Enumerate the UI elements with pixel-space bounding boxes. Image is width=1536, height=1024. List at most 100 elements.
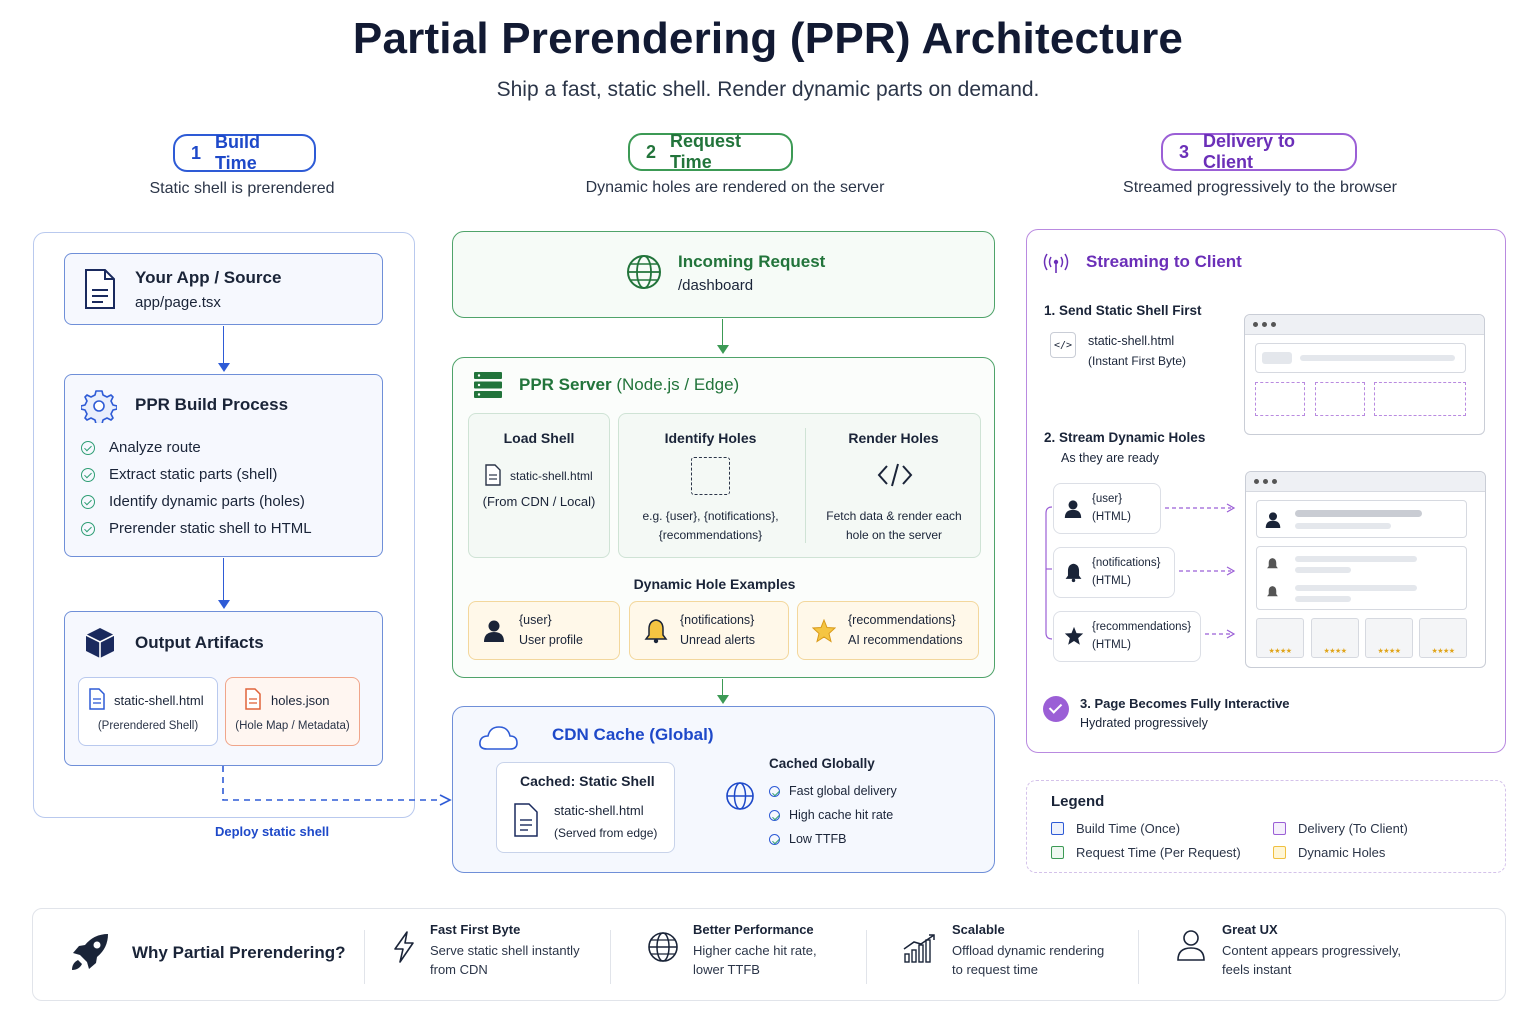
bell-icon	[1267, 586, 1278, 597]
divider	[364, 930, 365, 984]
step1-title: 1. Send Static Shell First	[1044, 303, 1202, 318]
build-step-label: Prerender static shell to HTML	[109, 520, 312, 537]
hole-example-desc: AI recommendations	[848, 633, 963, 647]
build-process-card: PPR Build Process Analyze route Extract …	[64, 374, 383, 557]
why-item-desc: Serve static shell instantly	[430, 943, 580, 958]
shell-artifact-sub: (Prerendered Shell)	[97, 720, 199, 732]
legend-swatch	[1051, 822, 1064, 835]
phase-label: Build Time	[215, 132, 261, 173]
hole-example-name: {recommendations}	[848, 613, 956, 627]
why-item-desc: Content appears progressively,	[1222, 943, 1401, 958]
legend-label: Dynamic Holes	[1298, 845, 1386, 860]
cdn-benefit: Low TTFB	[769, 827, 897, 851]
why-item-desc: Offload dynamic rendering	[952, 943, 1105, 958]
checkmark-circle-icon	[1043, 696, 1069, 722]
broadcast-icon	[1043, 253, 1069, 273]
hole-example-recommendations: {recommendations} AI recommendations	[797, 601, 979, 660]
phase-desc-delivery: Streamed progressively to the browser	[1123, 179, 1397, 196]
hole-example-user: {user} User profile	[468, 601, 620, 660]
incoming-request-box: Incoming Request /dashboard	[452, 231, 995, 318]
check-icon	[81, 494, 95, 509]
output-artifacts-card: Output Artifacts static-shell.html (Prer…	[64, 611, 383, 766]
phase-pill-build: 1 Build Time	[173, 132, 316, 173]
source-file: app/page.tsx	[135, 294, 221, 311]
person-icon	[1177, 930, 1205, 961]
server-icon	[474, 372, 502, 398]
arrow-line	[722, 319, 723, 347]
check-icon	[769, 833, 780, 845]
check-icon	[81, 521, 95, 536]
render-title: Render Holes	[848, 430, 939, 446]
phase-number: 3	[1179, 141, 1190, 162]
build-column	[33, 232, 415, 818]
cached-shell-file: static-shell.html	[554, 803, 644, 818]
cdn-cache-box: CDN Cache (Global) Cached: Static Shell …	[452, 706, 995, 873]
cached-shell-sub: (Served from edge)	[554, 826, 658, 840]
lightning-icon	[394, 931, 414, 963]
load-shell-panel: Load Shell static-shell.html (From CDN /…	[468, 413, 610, 558]
legend-swatch	[1051, 846, 1064, 859]
stream-hole-notifications: {notifications} (HTML)	[1053, 547, 1175, 598]
rating-stars: ★★★★	[1323, 648, 1347, 655]
ppr-server-box: PPR Server (Node.js / Edge) Load Shell s…	[452, 357, 995, 678]
build-step: Extract static parts (shell)	[81, 461, 312, 488]
build-step-label: Analyze route	[109, 439, 201, 456]
holes-panel: Identify Holes e.g. {user}, {notificatio…	[618, 413, 981, 558]
cached-globally-title: Cached Globally	[769, 756, 875, 771]
build-step: Identify dynamic parts (holes)	[81, 488, 312, 515]
cdn-title: CDN Cache (Global)	[552, 725, 714, 744]
ppr-server-name: PPR Server	[519, 375, 612, 394]
load-shell-title: Load Shell	[503, 430, 575, 446]
legend-item-delivery: Delivery (To Client)	[1273, 821, 1408, 836]
gear-icon	[81, 390, 117, 423]
rec-card: ★★★★	[1365, 618, 1413, 658]
file-icon	[89, 688, 105, 710]
file-icon	[485, 464, 501, 486]
delivery-column: Streaming to Client 1. Send Static Shell…	[1026, 229, 1506, 753]
legend-box: Legend Build Time (Once) Delivery (To Cl…	[1026, 780, 1506, 873]
holes-artifact-sub: (Hole Map / Metadata)	[235, 720, 350, 732]
cached-shell-card: Cached: Static Shell static-shell.html (…	[496, 762, 675, 853]
rating-stars: ★★★★	[1268, 648, 1292, 655]
why-item-desc: feels instant	[1222, 962, 1292, 977]
build-step: Prerender static shell to HTML	[81, 515, 312, 542]
rating-stars: ★★★★	[1431, 648, 1455, 655]
stream-hole-name: {user}	[1092, 493, 1123, 505]
legend-title: Legend	[1051, 793, 1105, 810]
browser-mock-shell	[1244, 314, 1485, 435]
check-icon	[769, 809, 780, 821]
build-step-label: Extract static parts (shell)	[109, 466, 278, 483]
why-item-desc: to request time	[952, 962, 1038, 977]
holes-artifact-name: holes.json	[271, 693, 330, 708]
filled-user-slot	[1256, 500, 1467, 538]
why-ppr-panel	[32, 908, 1506, 1001]
shell-artifact: static-shell.html (Prerendered Shell)	[78, 677, 218, 746]
deploy-label: Deploy static shell	[215, 824, 330, 839]
legend-item-holes: Dynamic Holes	[1273, 845, 1385, 860]
build-step-label: Identify dynamic parts (holes)	[109, 493, 305, 510]
phase-desc-request: Dynamic holes are rendered on the server	[585, 179, 885, 196]
hole-example-name: {user}	[519, 613, 552, 627]
load-shell-sub: (From CDN / Local)	[482, 494, 596, 509]
check-icon	[81, 467, 95, 482]
legend-swatch	[1273, 846, 1286, 859]
hole-example-notifications: {notifications} Unread alerts	[629, 601, 789, 660]
stream-hole-name: {recommendations}	[1092, 621, 1192, 633]
browser-toolbar	[1245, 315, 1484, 335]
phase-desc-build: Static shell is prerendered	[149, 180, 335, 197]
star-icon	[812, 619, 836, 643]
legend-swatch	[1273, 822, 1286, 835]
why-item-title: Scalable	[952, 922, 1005, 937]
stream-arrows	[1165, 503, 1236, 639]
build-steps-list: Analyze route Extract static parts (shel…	[81, 434, 312, 542]
step2-title: 2. Stream Dynamic Holes	[1044, 430, 1206, 445]
panel-divider	[805, 428, 806, 543]
cloud-icon	[479, 726, 518, 750]
bell-icon	[644, 619, 668, 644]
browser-mock-streamed: ★★★★ ★★★★ ★★★★ ★★★★	[1245, 471, 1486, 668]
phase-label: Delivery to Client	[1203, 131, 1296, 172]
examples-title: Dynamic Hole Examples	[633, 576, 796, 592]
output-title: Output Artifacts	[135, 633, 264, 652]
